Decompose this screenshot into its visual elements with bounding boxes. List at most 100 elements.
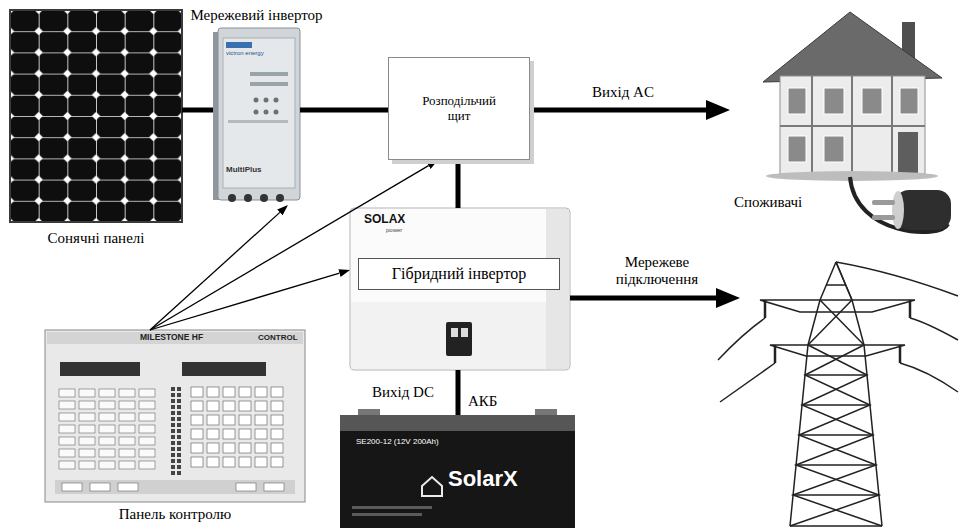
device-label: victron energy	[226, 50, 264, 57]
grid-inverter-picture-part	[244, 194, 252, 202]
grid-inverter-picture-part	[254, 98, 259, 103]
battery-picture-part	[340, 431, 575, 528]
label-holder: victron energy	[226, 50, 264, 57]
label-holder: Мережеве підключення	[607, 254, 707, 289]
power-line	[182, 108, 213, 113]
control-panel-picture-part	[60, 362, 140, 376]
hybrid-inverter-picture-part	[461, 328, 468, 337]
node-caption: Гібридний інвертор	[358, 258, 560, 290]
node-caption: Панель контролю	[119, 506, 232, 523]
grid-inverter-picture-part	[228, 120, 288, 123]
grid-inverter-picture-part	[264, 98, 269, 103]
distribution-board: Розподільчий щит	[388, 57, 530, 160]
power-tower-part	[808, 262, 864, 345]
house-picture-part	[788, 88, 806, 114]
house-picture-part	[862, 88, 882, 114]
grid-inverter-picture-part	[260, 194, 268, 202]
battery-picture-part	[535, 409, 557, 416]
power-tower-part	[910, 318, 958, 340]
battery-picture-part	[422, 477, 442, 496]
control-arrow	[150, 212, 280, 330]
device-label: power	[386, 227, 402, 234]
solar-panel-picture	[10, 10, 182, 222]
control-panel-picture-part	[118, 483, 138, 491]
solar-panel-picture-part	[10, 10, 182, 222]
house-picture-part	[788, 136, 806, 162]
power-tower-part	[718, 318, 765, 360]
node-caption: Сонячні панелі	[48, 230, 145, 247]
label-holder: power	[386, 227, 402, 234]
label-holder: MultiPlus	[226, 165, 262, 174]
label-holder: SOLAX	[364, 213, 405, 227]
control-panel-picture-part	[236, 483, 256, 491]
grid-inverter-picture-part	[250, 72, 288, 76]
solar-panel-picture-part	[10, 10, 182, 222]
grid-inverter-picture-part	[228, 194, 236, 202]
grid-inverter-picture-part	[218, 28, 300, 200]
house-picture-part	[892, 191, 904, 229]
power-tower-part	[790, 375, 882, 526]
house-picture-part	[872, 215, 895, 220]
house-picture-part	[780, 76, 925, 174]
control-panel-picture-part	[62, 483, 82, 491]
hybrid-inverter-picture	[350, 208, 570, 370]
edge-label: Вихід DC	[372, 384, 434, 401]
control-arrow	[150, 166, 429, 330]
power-tower-part	[720, 363, 775, 402]
control-panel-picture-part	[264, 483, 284, 491]
grid-inverter-picture-part	[254, 110, 259, 115]
device-label: MultiPlus	[226, 165, 262, 174]
device-label: SE200-12 (12V 200Ah)	[356, 437, 439, 446]
label-holder: CONTROL	[258, 333, 298, 342]
grid-connection-arrow	[570, 296, 716, 301]
control-panel-picture-part	[55, 480, 295, 494]
power-tower-part	[760, 300, 915, 312]
edge-label-holder: Вихід DC	[372, 384, 434, 401]
control-panel: Панель контролю	[45, 330, 305, 502]
house-picture-part	[872, 200, 895, 205]
power-tower-part	[765, 300, 910, 363]
power-tower-part	[836, 262, 958, 296]
grid-inverter-picture-part	[250, 82, 288, 86]
power-arrow	[530, 108, 706, 113]
power-tower-part	[770, 345, 905, 356]
control-panel-picture-part	[170, 386, 182, 476]
power-line	[300, 108, 388, 113]
device-label: SOLAX	[364, 213, 405, 227]
control-panel-picture-part	[182, 362, 266, 376]
control-panel-picture-part	[45, 330, 305, 502]
power-tower-part	[790, 262, 836, 526]
power-line	[456, 160, 461, 208]
device-label: MILESTONE HF	[140, 333, 203, 343]
label-holder: MILESTONE HF	[140, 333, 203, 343]
battery-picture-part	[340, 415, 575, 431]
node-caption: Мережевий інвертор	[190, 7, 322, 24]
node-caption: АКБ	[468, 393, 497, 410]
label-holder: SolarX	[448, 466, 518, 491]
connection-label: Мережеве підключення	[607, 254, 707, 289]
consumers: Споживачі	[730, 10, 960, 240]
power-tower-part	[900, 363, 958, 392]
hybrid-inverter-picture-part	[446, 322, 472, 356]
house-picture-part	[824, 88, 844, 114]
hybrid-inverter-picture-part	[351, 302, 546, 369]
house-picture-part	[824, 136, 844, 162]
grid-inverter-picture-part	[274, 98, 279, 103]
control-panel-picture-part	[58, 388, 158, 472]
power-line	[456, 370, 461, 415]
solar-panel-picture-part	[10, 10, 182, 222]
device-label: SolarX	[448, 466, 518, 491]
battery-picture-part	[352, 506, 432, 509]
battery-picture-part	[352, 513, 422, 516]
control-panel-picture-part	[190, 386, 286, 470]
house-picture-part	[900, 88, 918, 114]
control-panel-picture-part	[90, 483, 110, 491]
control-panel-picture-part	[47, 332, 303, 344]
hybrid-inverter: Гібридний інвертор	[350, 208, 570, 370]
grid-inverter-picture-part	[264, 110, 269, 115]
house-picture-part	[763, 12, 942, 82]
hybrid-inverter-picture-part	[451, 328, 458, 337]
hybrid-inverter-picture-part	[350, 208, 570, 370]
control-panel-picture	[45, 330, 305, 502]
